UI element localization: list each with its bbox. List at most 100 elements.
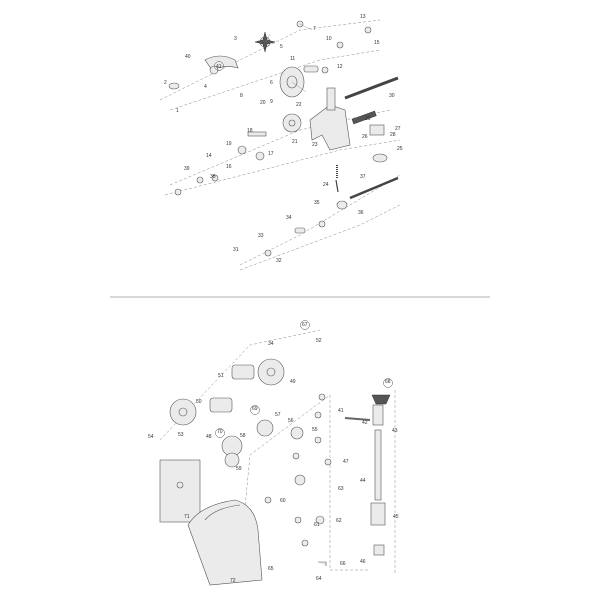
callout-upper: 11 (290, 56, 295, 62)
gear-60 (224, 452, 240, 468)
callout-upper: 27 (395, 126, 401, 132)
callout-upper: 25 (397, 146, 403, 152)
leader (291, 81, 307, 93)
upper-guide-line-1 (159, 19, 381, 101)
callout-upper: 34 (286, 215, 292, 221)
bushing-7 (294, 516, 302, 524)
circled-callout-label: 41 (216, 64, 222, 70)
callout-lower: 52 (316, 338, 322, 344)
callout-lower: 56 (288, 418, 294, 424)
bushing-6 (264, 496, 272, 504)
spindle-top (372, 404, 384, 426)
bushing-4 (324, 458, 332, 466)
callout-upper: 26 (362, 134, 368, 140)
callout-upper: 32 (276, 258, 282, 264)
leader (299, 23, 313, 31)
washer-3 (211, 174, 219, 182)
circled-callout (250, 405, 260, 415)
lower-callouts: 34 41 42 43 44 45 46 47 48 49 50 51 52 5… (148, 320, 399, 584)
callout-upper: 5 (280, 44, 283, 50)
cross-slide-screw (349, 176, 399, 200)
callout-upper: 13 (360, 14, 366, 20)
callout-lower: 51 (218, 373, 224, 379)
lower-assembly (159, 329, 396, 586)
callout-lower: 58 (240, 433, 246, 439)
bushing-lower (294, 227, 306, 234)
callout-upper: 19 (226, 141, 232, 147)
callout-lower: 66 (340, 561, 346, 567)
callout-lower: 59 (236, 466, 242, 472)
callout-upper: 21 (292, 139, 298, 145)
callout-lower: 70 (217, 429, 223, 435)
callout-lower: 49 (290, 379, 296, 385)
washer-2 (196, 176, 204, 184)
callout-lower: 53 (178, 432, 184, 438)
callout-lower: 69 (252, 406, 258, 412)
callout-upper: 12 (337, 64, 343, 70)
callout-upper: 9 (270, 99, 273, 105)
callout-upper: 28 (390, 132, 396, 138)
gib-plate (351, 110, 377, 125)
collar-c (364, 26, 372, 34)
bushing-8 (301, 539, 309, 547)
callout-upper: 36 (358, 210, 364, 216)
collar-d (321, 66, 329, 74)
bushing-3 (314, 436, 322, 444)
gear-cluster-a (209, 397, 233, 413)
lower-guide-line-3 (329, 395, 370, 571)
apron-gear-hub (288, 119, 296, 127)
lead-screw (344, 76, 399, 100)
washer-34 (318, 220, 326, 228)
callout-upper: 17 (268, 151, 274, 157)
gear-62 (315, 515, 325, 525)
upper-guide-line-6 (239, 204, 401, 271)
callout-lower: 34 (268, 341, 274, 347)
callout-lower: 68 (385, 379, 391, 385)
star-knob (254, 31, 276, 53)
lever-41 (344, 417, 371, 421)
callout-lower: 57 (275, 412, 281, 418)
callout-lower: 61 (314, 522, 320, 528)
callout-upper: 33 (258, 233, 264, 239)
gear-cluster-b (231, 364, 255, 380)
lower-guide-line-1 (159, 329, 321, 441)
collar-b (336, 41, 344, 49)
callout-lower: 60 (280, 498, 286, 504)
circled-callout (214, 61, 224, 71)
handle-grip (168, 82, 180, 90)
callout-upper: 23 (312, 142, 318, 148)
gear-61 (294, 474, 306, 486)
change-gear-large-a-hub (178, 407, 188, 417)
leader (265, 33, 271, 43)
pinion-a (237, 145, 247, 155)
callout-lower: 54 (148, 434, 154, 440)
callout-upper: 35 (314, 200, 320, 206)
callout-upper: 6 (270, 80, 273, 86)
callout-upper: 20 (260, 100, 266, 106)
upper-assembly (159, 19, 401, 271)
upper-callouts: 1 2 3 4 5 6 7 8 9 10 11 12 13 14 15 16 1… (164, 14, 403, 264)
callout-upper: 22 (296, 102, 302, 108)
callout-upper: 30 (389, 93, 395, 99)
callout-upper: 18 (247, 128, 253, 134)
hex-key (318, 561, 327, 566)
callout-lower: 47 (343, 459, 349, 465)
callout-lower: 50 (196, 399, 202, 405)
callout-upper: 10 (326, 36, 332, 42)
carry-case (187, 499, 263, 586)
nut-35 (336, 200, 348, 210)
callout-lower: 46 (360, 559, 366, 565)
gear-57 (290, 426, 304, 440)
callout-lower: 71 (184, 514, 190, 520)
callout-upper: 8 (240, 93, 243, 99)
callout-lower: 41 (338, 408, 344, 414)
callout-upper: 2 (164, 80, 167, 86)
carry-case-handle (204, 504, 241, 521)
circled-callout (383, 378, 393, 388)
callout-upper: 1 (176, 108, 179, 114)
callout-upper: 24 (323, 182, 329, 188)
callout-lower: 48 (206, 434, 212, 440)
circled-callout (300, 320, 310, 330)
callout-upper: 16 (226, 164, 232, 170)
callout-lower: 55 (312, 427, 318, 433)
